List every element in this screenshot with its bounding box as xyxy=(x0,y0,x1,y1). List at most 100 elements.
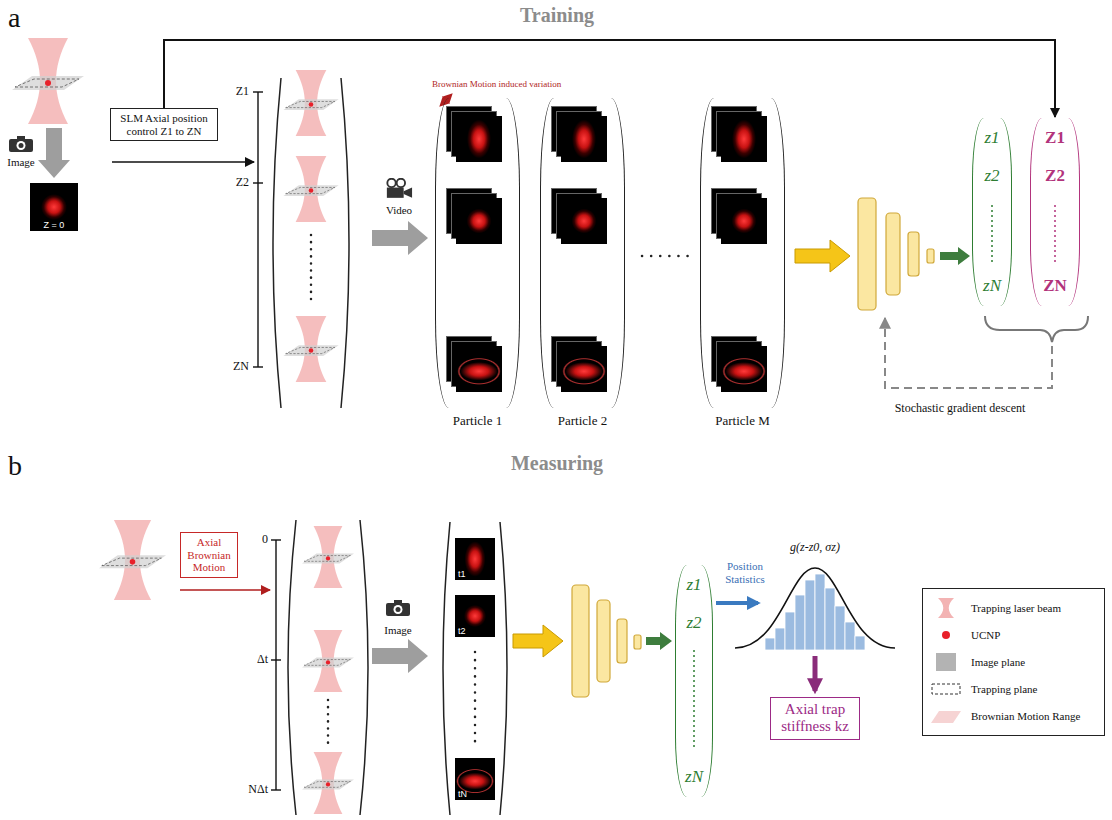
image-frame: Z = 0 xyxy=(30,183,78,231)
image-frame: tN xyxy=(455,758,495,800)
image-frame: ZN xyxy=(721,346,767,392)
axis-label: NΔt xyxy=(248,783,268,797)
column-heading: Particle M xyxy=(715,413,770,429)
legend-row: Trapping plane xyxy=(929,678,1098,700)
trap-illustration xyxy=(283,316,338,382)
histogram xyxy=(855,636,865,650)
particle-column: Particle 1Z1Z2ZN xyxy=(435,98,520,408)
block-arrow xyxy=(372,639,428,673)
network xyxy=(858,198,934,310)
image-frame: Z2 xyxy=(456,198,502,244)
block-arrow xyxy=(940,247,970,265)
variation-arrow xyxy=(440,94,452,106)
output-vector: z1z2zN xyxy=(972,118,1012,306)
network xyxy=(597,600,610,682)
box-text: Axial Brownian Motion xyxy=(185,536,233,574)
arrow xyxy=(112,161,254,163)
frame-label: tN xyxy=(458,789,467,799)
axis xyxy=(253,182,263,183)
network xyxy=(886,213,900,295)
legend-text: UCNP xyxy=(971,629,1000,641)
bracket xyxy=(985,316,1088,342)
block-arrow xyxy=(513,625,563,657)
vector-entry: z1 xyxy=(686,575,701,595)
legend-sample xyxy=(929,651,963,673)
column-heading: Particle 1 xyxy=(453,413,502,429)
vector-entry: zN xyxy=(685,767,703,787)
panel-title: Measuring xyxy=(511,452,603,475)
histogram xyxy=(785,612,795,650)
trap-illustration xyxy=(302,630,354,692)
histogram xyxy=(815,574,825,650)
ellipsis xyxy=(474,652,477,745)
vector-entry: Z2 xyxy=(1045,166,1065,186)
axis xyxy=(253,92,263,367)
vector-entry: z2 xyxy=(686,613,701,633)
particle-column: Particle 2Z1Z2ZN xyxy=(540,98,625,408)
histogram xyxy=(805,580,815,650)
block-arrow xyxy=(646,632,672,650)
axis xyxy=(257,92,258,367)
ellipsis xyxy=(310,235,313,300)
trap-illustration xyxy=(302,526,354,588)
arrow-label: Position Statistics xyxy=(715,560,775,585)
network xyxy=(908,232,919,276)
feedback-arrow xyxy=(885,318,1052,388)
image-frame: Z1 xyxy=(561,116,607,162)
legend-swatch xyxy=(936,653,956,671)
network xyxy=(572,585,589,697)
axis xyxy=(271,659,281,660)
panel-title: Training xyxy=(520,4,594,27)
plane-symbol xyxy=(932,684,960,694)
legend: Trapping laser beamUCNPImage planeTrappi… xyxy=(922,588,1105,736)
video-icon xyxy=(387,179,412,198)
vector-entry: z1 xyxy=(984,128,999,148)
legend-sample xyxy=(929,597,963,619)
histogram xyxy=(845,622,855,650)
column-heading: Particle 2 xyxy=(558,413,607,429)
arrow xyxy=(180,589,270,591)
histogram xyxy=(825,588,835,650)
histogram xyxy=(775,628,785,650)
legend-swatch xyxy=(942,631,950,639)
trap-illustration xyxy=(99,520,166,600)
image-frame: Z1 xyxy=(721,116,767,162)
result-box: Axial trap stiffness kz xyxy=(770,697,860,740)
axis xyxy=(275,540,276,790)
arrow-label: Stochastic gradient descent xyxy=(895,402,1026,416)
network xyxy=(927,249,934,263)
axis xyxy=(253,366,263,367)
legend-text: Trapping laser beam xyxy=(971,602,1061,614)
axis-label: Z1 xyxy=(236,85,249,99)
box-text: Axial trap stiffness kz xyxy=(775,701,855,736)
histogram xyxy=(765,638,775,650)
image-frame: t2 xyxy=(455,595,495,637)
ellipsis xyxy=(1054,205,1056,265)
histogram xyxy=(835,606,845,650)
trap-illustration xyxy=(283,156,338,222)
panel-letter: a xyxy=(8,2,20,34)
arrow xyxy=(813,656,818,691)
camera-caption: Image xyxy=(384,624,411,637)
axis xyxy=(253,91,263,92)
legend-sample xyxy=(929,624,963,646)
panel-letter: b xyxy=(8,450,22,482)
legend-text: Trapping plane xyxy=(971,683,1038,695)
legend-row: Brownian Motion Range xyxy=(929,705,1098,727)
camera-icon xyxy=(9,136,33,152)
image-frame: Z2 xyxy=(721,198,767,244)
image-frame: ZN xyxy=(456,346,502,392)
legend-sample xyxy=(929,678,963,700)
image-frame: ZN xyxy=(561,346,607,392)
box-text: SLM Axial position control Z1 to ZN xyxy=(115,112,213,137)
formula: g(z-z0, σz) xyxy=(790,541,840,555)
histogram xyxy=(795,595,805,650)
vector-entry: z2 xyxy=(984,166,999,186)
axis xyxy=(271,789,281,790)
camera-caption: Video xyxy=(386,204,412,217)
legend-row: UCNP xyxy=(929,624,1098,646)
ellipsis xyxy=(642,255,692,258)
image-frame: Z1 xyxy=(456,116,502,162)
annotation: Brownian Motion induced variation xyxy=(432,79,561,89)
